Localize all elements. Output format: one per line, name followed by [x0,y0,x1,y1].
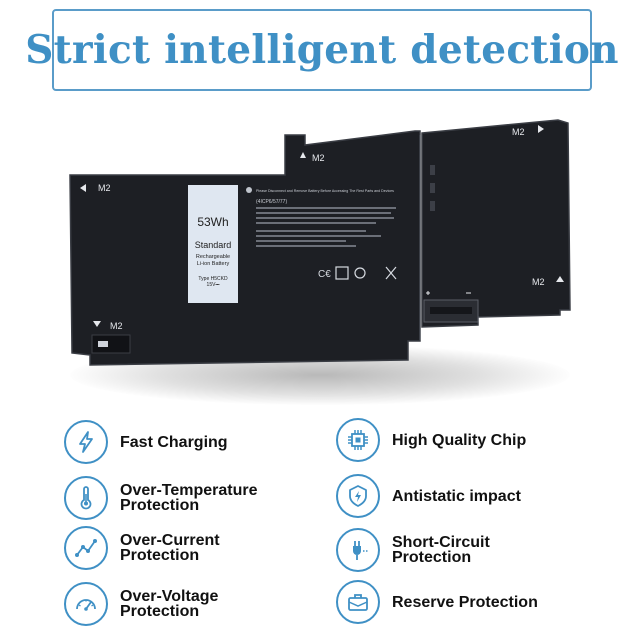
feature-item: Short-Circuit Protection [336,528,572,572]
feature-label: Over-Current Protection [120,532,220,564]
feature-item: Over-Temperature Protection [64,476,300,520]
m2-label: M2 [532,277,545,287]
arrow-icon [300,152,306,158]
feature-item: Over-Voltage Protection [64,582,300,626]
feature-list: Fast Charging High Quality Chip Over-Tem… [0,410,640,640]
title-banner: Strict intelligent detection [25,9,619,91]
ce-mark-icon: C€ [318,269,331,280]
spec-sticker: Please Disconnect and Remove Battery Bef… [246,187,397,280]
m2-label: M2 [312,153,325,163]
feature-label: Reserve Protection [392,593,538,611]
briefcase-icon [336,580,380,624]
gauge-icon [64,582,108,626]
voltage-text: 15V⎓ [207,282,220,288]
arrow-icon [93,321,101,327]
spec-line [256,245,356,247]
spec-line [256,235,381,237]
feature-item: High Quality Chip [336,418,572,462]
thermometer-icon [64,476,108,520]
battery-side-pack [421,119,571,328]
feature-item: Antistatic impact [336,474,572,518]
rechargeable-text: Rechargeable [196,254,230,260]
page-title: Strict intelligent detection [25,27,619,73]
certification-icon [335,266,349,280]
connector-slot [430,307,472,314]
current-graph-icon [64,526,108,570]
feature-label: Antistatic impact [392,487,521,505]
spec-line [256,240,346,242]
spec-line [256,212,391,214]
vent-dots [430,165,435,211]
feature-label: Over-Temperature Protection [120,482,258,514]
m2-label: M2 [110,321,123,331]
battery-label-panel [188,185,238,303]
recycle-icon [354,267,366,279]
cell-code: (4ICP6/57/77) [256,199,287,205]
lightning-icon [64,420,108,464]
feature-label: High Quality Chip [392,431,527,449]
battery-illustration: 53Wh Standard Rechargeable Li-ion Batter… [0,95,640,415]
corner-tab-mark [98,341,108,347]
feature-label: Over-Voltage Protection [120,588,219,620]
arrow-icon [80,184,86,192]
type-text: Type H5CKD [198,276,228,282]
feature-item: Fast Charging [64,420,300,464]
warning-header: Please Disconnect and Remove Battery Bef… [256,189,394,193]
feature-label: Short-Circuit Protection [392,534,490,566]
spec-line [256,230,366,232]
spec-line [256,222,376,224]
spec-line [256,217,394,219]
capacity-text: 53Wh [197,215,228,229]
plus-icon [426,291,430,295]
arrow-icon [538,125,544,133]
plug-icon [336,528,380,572]
info-icon [246,187,252,193]
antistatic-icon [336,474,380,518]
chemistry-text: Li-ion Battery [197,261,230,267]
feature-item: Reserve Protection [336,580,572,624]
m2-label: M2 [512,127,525,137]
corner-tab [91,334,131,354]
spec-line [256,207,396,209]
m2-label: M2 [98,183,111,193]
standard-text: Standard [195,240,232,250]
battery-svg: 53Wh Standard Rechargeable Li-ion Batter… [69,119,571,366]
feature-label: Fast Charging [120,433,228,451]
chip-icon [336,418,380,462]
feature-item: Over-Current Protection [64,526,300,570]
arrow-icon [556,276,564,282]
bin-icon [385,266,397,280]
